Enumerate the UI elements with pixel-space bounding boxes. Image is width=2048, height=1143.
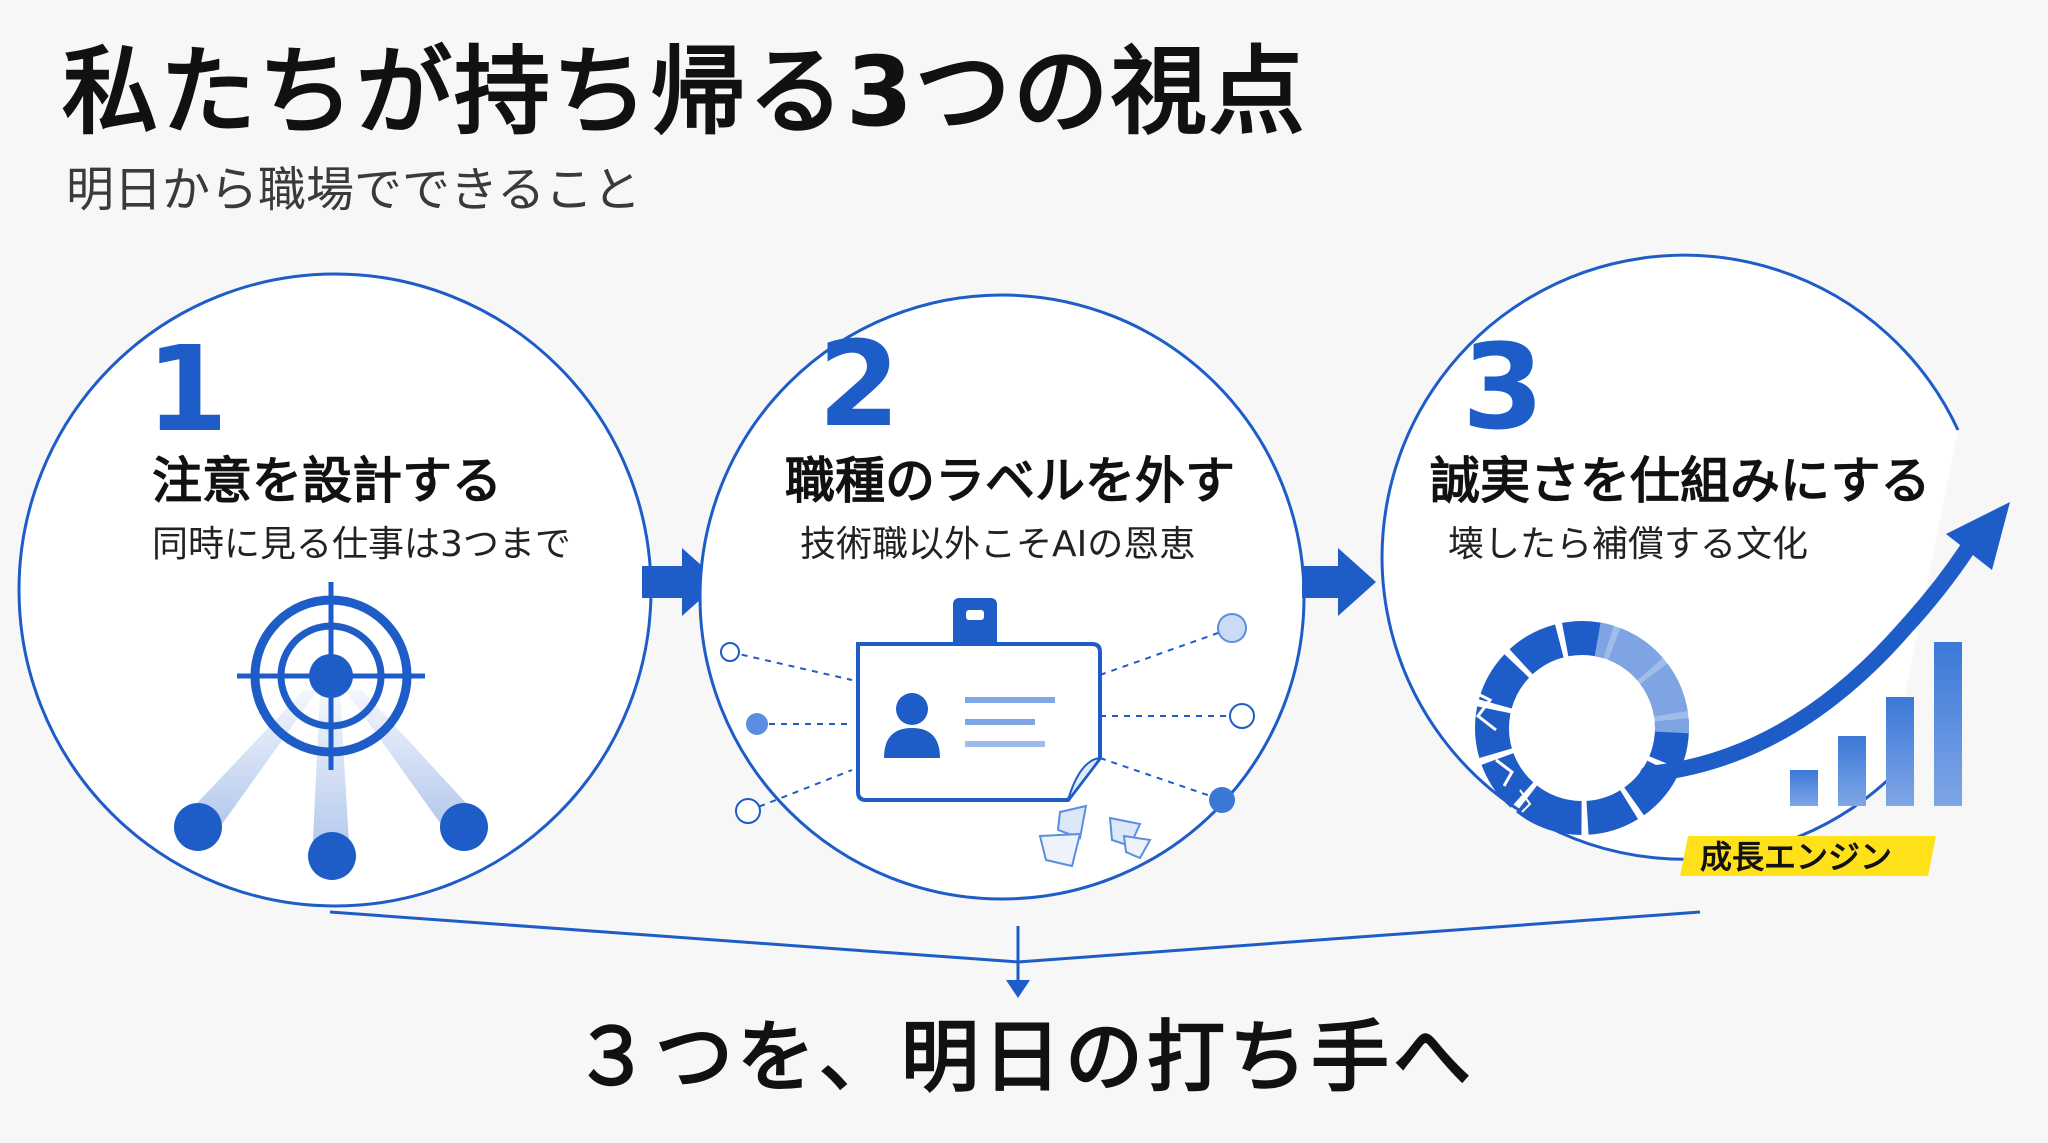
target-icon (174, 582, 488, 880)
convergence-lines (329, 910, 1701, 998)
step-3-description: 壊したら補償する文化 (1448, 524, 1808, 565)
step-2-description: 技術職以外こそAIの恩恵 (800, 524, 1195, 565)
id-badge-icon (720, 598, 1255, 868)
arrow-right-icon (1302, 548, 1376, 616)
step-3-number: 3 (1462, 318, 1544, 456)
step-2-number: 2 (818, 315, 900, 453)
step-1-number: 1 (146, 320, 228, 458)
growth-engine-badge-label: 成長エンジン (1700, 838, 1892, 876)
step-3-title: 誠実さを仕組みにする (1430, 452, 1931, 510)
step-1-description: 同時に見る仕事は3つまで (152, 524, 571, 565)
broken-ring-growth-icon (1469, 502, 2010, 836)
step-2-title: 職種のラベルを外す (785, 452, 1235, 510)
page-subtitle: 明日から職場でできること (66, 162, 642, 218)
arrow-down-icon (1006, 980, 1030, 998)
step-1: 1 注意を設計する 同時に見る仕事は3つまで (17, 272, 653, 908)
conclusion-text: ３つを、明日の打ち手へ (572, 1013, 1475, 1103)
step-1-title: 注意を設計する (152, 452, 502, 510)
step-2: 2 職種のラベルを外す 技術職以外こそAIの恩恵 (698, 293, 1306, 901)
growth-engine-badge: 成長エンジン (1680, 836, 1936, 876)
page-title: 私たちが持ち帰る3つの視点 (62, 36, 1307, 148)
step-3: 3 誠実さを仕組みにする 壊したら補償する文化 成長エンジン (1380, 253, 2010, 876)
